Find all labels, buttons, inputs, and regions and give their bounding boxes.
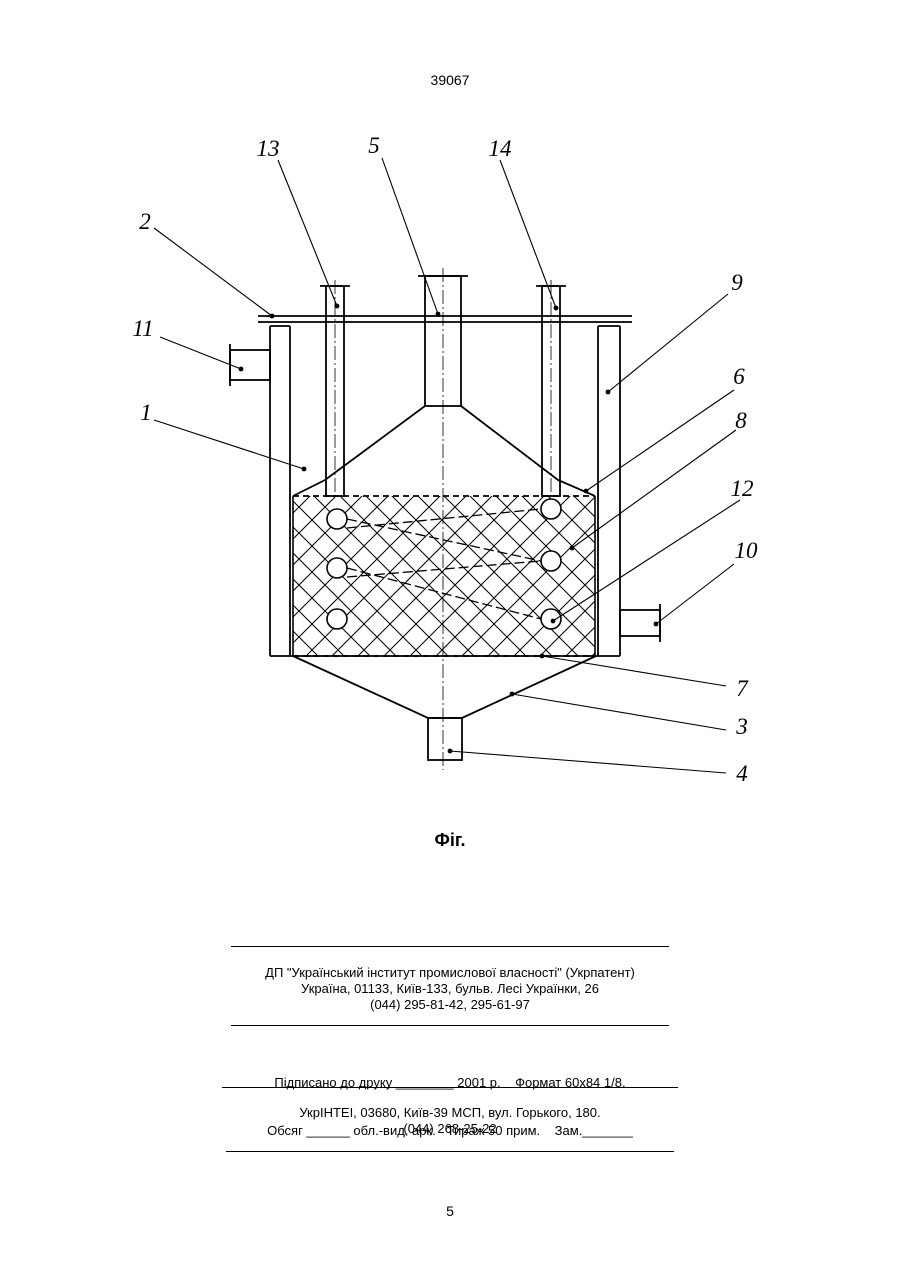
label-8: 8 xyxy=(735,408,747,433)
label-10: 10 xyxy=(735,538,759,563)
divider xyxy=(231,1025,669,1026)
label-14: 14 xyxy=(489,136,512,161)
label-9: 9 xyxy=(731,270,743,295)
apparatus-drawing: 13 5 14 2 9 11 6 8 1 12 10 7 3 4 xyxy=(110,110,790,820)
bottom-cone xyxy=(293,656,596,718)
hood-left xyxy=(293,406,425,496)
outlet-pipe-4 xyxy=(428,718,462,760)
label-12: 12 xyxy=(731,476,754,501)
label-3: 3 xyxy=(735,714,748,739)
page-number: 5 xyxy=(0,1203,900,1219)
label-5: 5 xyxy=(368,133,380,158)
hood-right xyxy=(461,406,595,496)
label-7: 7 xyxy=(736,676,749,701)
label-13: 13 xyxy=(257,136,280,161)
patent-number: 39067 xyxy=(0,72,900,88)
printer-phone: (044) 268-25-22 xyxy=(0,1121,900,1137)
divider xyxy=(222,1087,678,1088)
figure-caption: Фіг. xyxy=(0,830,900,851)
publisher-address: Україна, 01133, Київ-133, бульв. Лесі Ук… xyxy=(0,981,900,997)
label-4: 4 xyxy=(736,761,748,786)
printer-address: УкрІНТЕІ, 03680, Київ-39 МСП, вул. Горьк… xyxy=(0,1105,900,1121)
label-6: 6 xyxy=(733,364,745,389)
leader-lines xyxy=(154,158,740,773)
publisher-phone: (044) 295-81-42, 295-61-97 xyxy=(0,997,900,1013)
print-info-line1: Підписано до друку ________ 2001 р. Форм… xyxy=(0,1075,900,1091)
divider xyxy=(231,946,669,947)
label-1: 1 xyxy=(140,400,152,425)
printer-block: УкрІНТЕІ, 03680, Київ-39 МСП, вул. Горьк… xyxy=(0,1105,900,1137)
print-info-block: Підписано до друку ________ 2001 р. Форм… xyxy=(0,1043,900,1155)
divider xyxy=(226,1151,674,1152)
publisher-name: ДП "Український інститут промислової вла… xyxy=(0,965,900,981)
label-2: 2 xyxy=(139,209,151,234)
label-11: 11 xyxy=(132,316,153,341)
branch-pipe-11 xyxy=(230,350,270,380)
publisher-block: ДП "Український інститут промислової вла… xyxy=(0,965,900,1013)
